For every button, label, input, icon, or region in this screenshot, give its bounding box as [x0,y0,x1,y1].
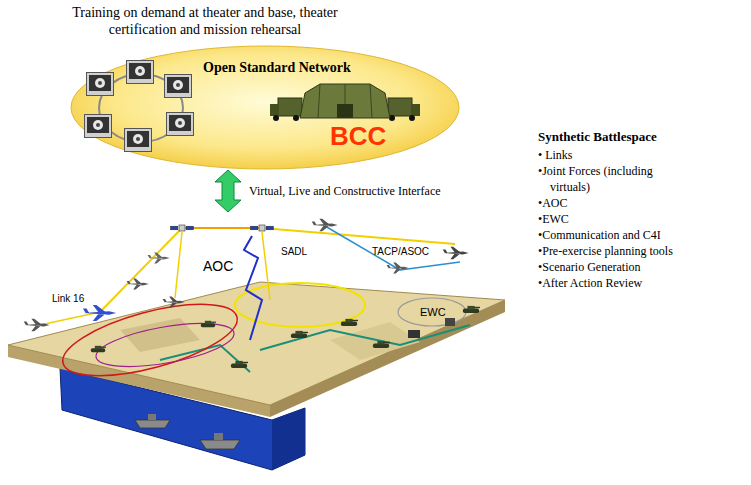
bullet-item: • Links [538,147,573,163]
bullet-item: •Joint Forces (including virtuals) [538,163,668,195]
terrain-illustration [5,212,505,475]
bullet-item: •EWC [538,211,569,227]
bullet-item: •Communication and C4I [538,227,661,243]
bullet-item: •Scenario Generation [538,259,641,275]
double-arrow-connector [215,170,241,212]
node-heading: Open Standard Network [203,59,351,77]
link-label: TACP/ASOC [372,246,429,258]
region-label: EWC [420,306,446,319]
bullet-item: •AOC [538,195,568,211]
region-label: AOC [203,258,233,275]
diagram-title: Training on demand at theater and base, … [50,4,360,38]
list-heading: Synthetic Battlespace [538,129,657,145]
bullet-item: •After Action Review [538,275,642,291]
edge-label: Virtual, Live and Constructive Interface [249,184,441,199]
network-ellipse: Open Standard NetworkBCC [70,45,460,170]
battlespace-terrain: AOC EWC [5,212,505,475]
link-label: SADL [281,246,307,258]
bcc-label: BCC [330,122,386,150]
bullet-item: •Pre-exercise planning tools [538,243,673,259]
link-label: Link 16 [52,293,84,305]
